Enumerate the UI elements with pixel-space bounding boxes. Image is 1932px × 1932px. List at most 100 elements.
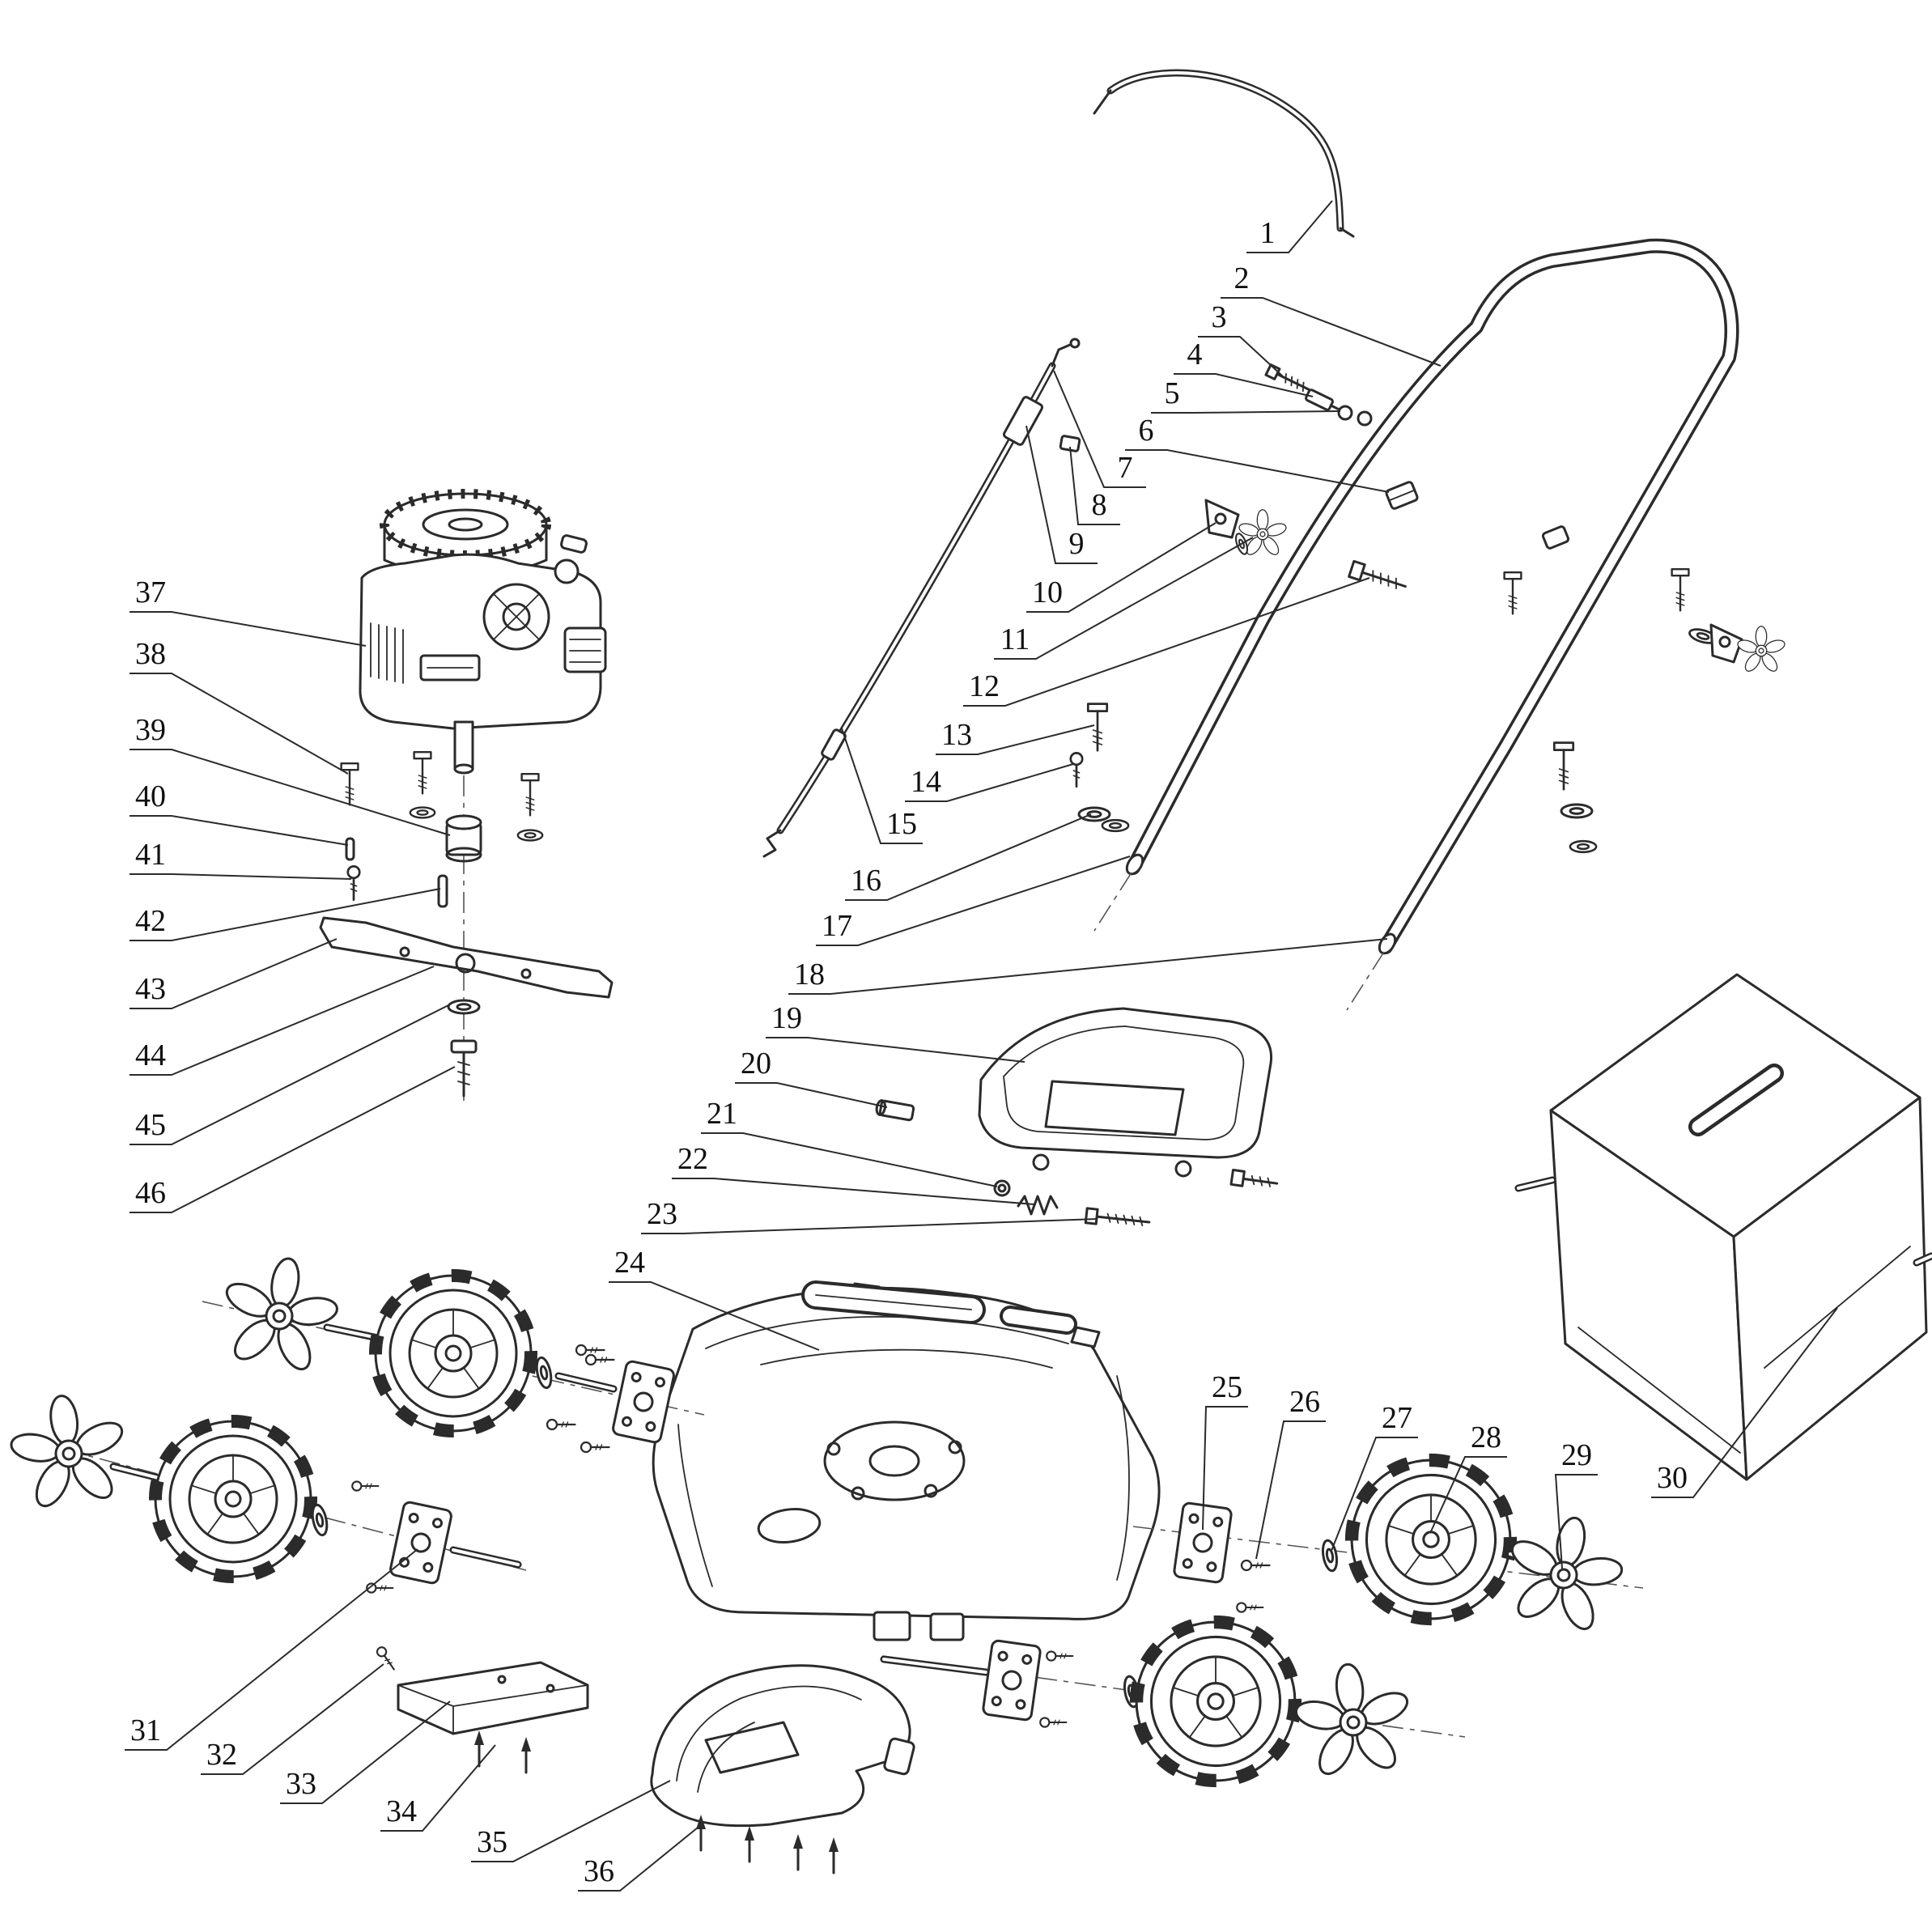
fitting [875, 1099, 915, 1122]
cable-clip [1385, 481, 1419, 510]
leader-line [471, 1780, 671, 1862]
leader-line [672, 1178, 1035, 1205]
leader-line [1554, 1474, 1598, 1569]
part-label-26: 26 [1289, 1385, 1320, 1419]
leader-line [816, 856, 1131, 946]
part-label-16: 16 [851, 864, 881, 898]
nut [1357, 410, 1373, 427]
grommet [993, 1179, 1011, 1197]
cable-sleeve [821, 728, 847, 761]
leader-line [130, 611, 367, 647]
leader-line [1651, 1307, 1838, 1498]
part-label-6: 6 [1139, 414, 1154, 448]
leader-line [1221, 297, 1442, 367]
part-label-32: 32 [206, 1738, 237, 1772]
leader-line [1331, 1437, 1418, 1552]
leader-line [994, 537, 1254, 660]
cable-adjuster [1305, 389, 1340, 411]
leader-line [1026, 522, 1217, 613]
leader-line [963, 577, 1370, 707]
front-roller [801, 1280, 1077, 1335]
leader-line [130, 749, 451, 836]
leader-lines [125, 200, 1838, 1892]
leader-line [1125, 449, 1390, 493]
leader-line [280, 1701, 451, 1804]
mulch-plate [374, 1644, 589, 1774]
leader-line [1430, 1456, 1507, 1532]
part-label-13: 13 [941, 718, 972, 752]
side-discharge-deflector [650, 1664, 915, 1875]
leader-line [130, 1066, 456, 1213]
part-label-3: 3 [1212, 300, 1227, 334]
leader-line [701, 1132, 998, 1187]
handle-rod [1093, 69, 1355, 238]
part-label-31: 31 [130, 1713, 161, 1747]
grass-bag [1514, 973, 1932, 1481]
part-label-40: 40 [135, 779, 166, 813]
handle-assembly [1093, 69, 1739, 1011]
handle-knob-bolt [1348, 559, 1407, 590]
part-label-7: 7 [1118, 451, 1133, 485]
part-label-22: 22 [677, 1142, 708, 1176]
leader-line [125, 1548, 418, 1751]
part-label-25: 25 [1212, 1370, 1242, 1404]
part-label-33: 33 [286, 1767, 316, 1801]
part-label-19: 19 [771, 1001, 802, 1035]
fuel-cap [554, 558, 580, 584]
leader-line [1198, 336, 1284, 378]
cable-nut [1059, 435, 1081, 452]
part-label-46: 46 [135, 1176, 166, 1210]
leader-line [380, 1744, 496, 1832]
spring [1017, 1195, 1059, 1216]
wheel-assembly-front-left [202, 1246, 705, 1454]
latch-bolt [1084, 1207, 1151, 1227]
small-hardware [875, 363, 1787, 1227]
part-label-36: 36 [584, 1854, 614, 1888]
part-label-23: 23 [647, 1197, 677, 1231]
leader-line [609, 1281, 820, 1351]
part-label-35: 35 [477, 1825, 507, 1859]
rear-cover [978, 1007, 1279, 1187]
part-label-5: 5 [1165, 376, 1180, 410]
blade [319, 916, 614, 999]
leader-line [130, 888, 441, 941]
leader-line [130, 1004, 449, 1145]
cam-plate [1709, 623, 1743, 664]
leader-line [1174, 373, 1314, 397]
part-label-8: 8 [1092, 488, 1107, 522]
leader-line [130, 815, 349, 846]
part-label-42: 42 [135, 904, 166, 938]
adjuster-bolt [1264, 363, 1310, 393]
crankshaft [453, 720, 474, 771]
wheel-assembly-rear-left [0, 1386, 527, 1594]
cable-clip [1541, 525, 1570, 550]
starter-handle [560, 534, 588, 554]
wheel-assembly-rear-right [880, 1622, 1466, 1783]
leader-line [788, 938, 1388, 995]
deck-assembly [546, 1280, 1161, 1641]
part-label-11: 11 [1000, 622, 1030, 656]
leader-line [841, 728, 923, 844]
part-label-43: 43 [135, 972, 166, 1006]
leader-line [641, 1218, 1098, 1234]
leader-line [936, 724, 1095, 755]
leader-line [201, 1663, 384, 1775]
part-label-10: 10 [1032, 575, 1063, 609]
part-label-41: 41 [135, 838, 166, 872]
part-label-21: 21 [707, 1097, 737, 1131]
part-labels: 1 2 3 4 5 6 7 8 9 10 11 12 13 14 15 16 1… [130, 216, 1688, 1888]
engine-assembly [359, 489, 607, 775]
nut [1337, 405, 1353, 421]
blade-assembly [319, 751, 614, 1101]
leader-line [1025, 425, 1098, 564]
part-label-15: 15 [886, 807, 917, 841]
part-label-1: 1 [1260, 216, 1276, 250]
leader-line [905, 763, 1074, 802]
part-label-30: 30 [1657, 1461, 1688, 1495]
part-label-14: 14 [911, 765, 941, 799]
part-label-18: 18 [794, 958, 825, 991]
leader-line [578, 1827, 698, 1892]
muffler [563, 626, 607, 673]
